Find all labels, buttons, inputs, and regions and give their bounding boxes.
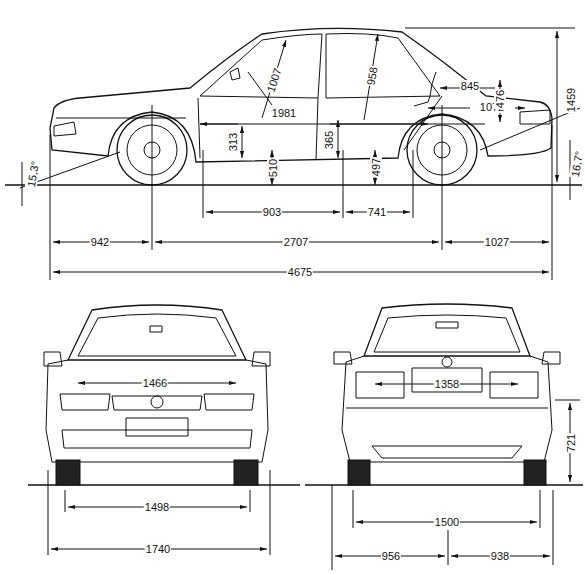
dimension-label: 313 [227, 132, 239, 152]
dimension-label: 721 [565, 433, 577, 453]
dimension-label: 497 [370, 157, 382, 177]
dimension-label: 942 [90, 236, 110, 248]
dimension-label: 956 [381, 550, 401, 562]
dimension-label: 903 [262, 206, 282, 218]
dimension-label: 938 [490, 550, 510, 562]
dimension-label: 1358 [434, 378, 460, 390]
dimension-label: 2707 [283, 236, 309, 248]
dimension-label: 476 [494, 89, 506, 109]
dimension-label: 510 [267, 158, 279, 178]
dimension-label: 16,7° [569, 149, 585, 178]
dimension-label: 4675 [287, 266, 313, 278]
dimension-label: 1466 [142, 377, 168, 389]
dimension-label: 1740 [145, 543, 171, 555]
front-view [28, 305, 300, 555]
dimension-label: 1498 [144, 501, 170, 513]
dimension-label: 1459 [565, 87, 577, 113]
dimension-label: 1007 [264, 66, 284, 95]
dimension-label: 958 [364, 65, 379, 87]
dimension-label: 1500 [434, 516, 460, 528]
dimension-label: 365 [323, 130, 335, 150]
dimension-label: 1027 [484, 236, 510, 248]
dimension-label: 845 [460, 80, 480, 92]
dimension-label: 1981 [271, 107, 297, 119]
side-view [5, 28, 582, 280]
dimension-label: 15,3° [25, 159, 42, 188]
rear-view [305, 304, 583, 570]
dimension-label: 741 [367, 206, 387, 218]
